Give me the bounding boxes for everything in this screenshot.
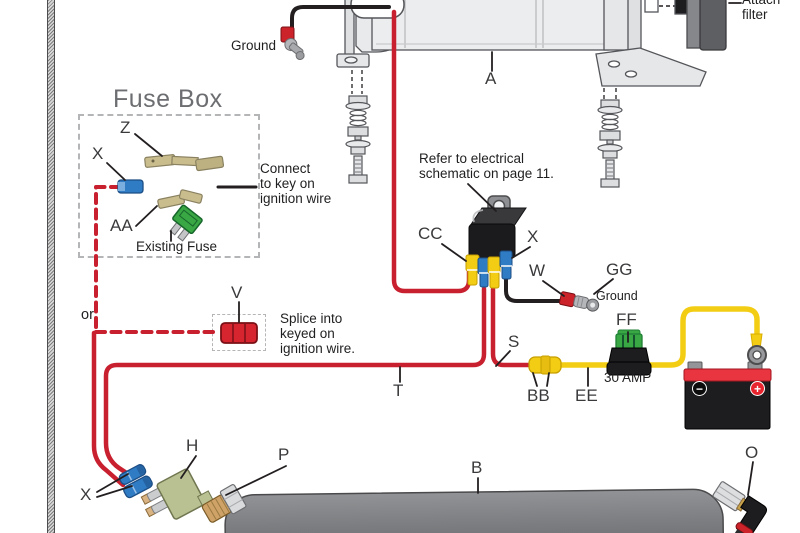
label-b: B	[471, 458, 483, 477]
fuse-holder-aa	[157, 189, 203, 209]
label-t: T	[393, 381, 404, 400]
label-gg: GG	[606, 260, 633, 279]
pressure-switch-assembly	[118, 464, 247, 523]
label-a: A	[485, 69, 497, 88]
label-p: P	[278, 445, 290, 464]
connect-ignition-note: Connect to key on ignition wire	[260, 161, 332, 206]
battery-ring-terminal	[747, 333, 767, 365]
relay-ground-terminal	[559, 291, 600, 312]
fuse-rating-label: 30 AMP	[604, 370, 652, 385]
wire-ignition-dashed-red	[94, 185, 122, 333]
relay-terminals	[465, 250, 513, 289]
battery-positive-badge: +	[750, 381, 765, 396]
splice-note: Splice into keyed on ignition wire.	[280, 311, 356, 356]
panel-edge-hatch	[47, 0, 55, 533]
label-o: O	[745, 443, 759, 462]
splice-connector-v	[220, 322, 258, 344]
spade-connectors-x-tank	[118, 464, 153, 499]
attach-filter-note: Attach filter	[742, 0, 780, 22]
fuse-box-outline	[78, 114, 260, 258]
label-z: Z	[120, 118, 131, 137]
label-x-fusebox: X	[92, 144, 104, 163]
air-tank	[224, 488, 725, 533]
existing-fuse-label: Existing Fuse	[136, 239, 218, 254]
pressure-switch-h	[140, 468, 214, 520]
label-s: S	[508, 332, 520, 351]
label-aa: AA	[110, 216, 133, 235]
label-cc: CC	[418, 224, 443, 243]
relay-illustration	[465, 195, 527, 289]
label-x-tank: X	[80, 485, 92, 504]
relay-ground-label: Ground	[596, 289, 638, 303]
drain-valve-o	[712, 481, 768, 533]
or-label: or	[81, 307, 94, 323]
label-ee: EE	[575, 386, 598, 405]
wire-relay-trigger-red	[103, 286, 487, 481]
spade-connector-x-fusebox	[117, 179, 144, 194]
wire-ignition-feed-red	[91, 330, 126, 488]
wire-relay-ground-black	[504, 275, 565, 303]
tank-fitting-p	[201, 484, 247, 523]
wire-compressor-ground-black	[290, 5, 391, 31]
label-w: W	[529, 261, 546, 280]
wires	[91, 5, 760, 488]
compressor-ground-terminal	[280, 26, 305, 61]
relay-schematic-note: Refer to electrical schematic on page 11…	[419, 151, 554, 181]
battery-negative-badge: −	[692, 381, 707, 396]
butt-connector-bb	[528, 355, 562, 375]
label-x-relay: X	[527, 227, 539, 246]
inline-fuse-holder-ff	[606, 329, 652, 376]
air-filter	[686, 0, 727, 51]
label-bb: BB	[527, 386, 550, 405]
wire-fused-power-yellow-right	[637, 306, 760, 368]
fuse-box-components	[117, 154, 225, 242]
fuse-holder-z	[144, 154, 225, 172]
label-v: V	[231, 283, 243, 302]
compressor-ground-label: Ground	[231, 38, 277, 53]
fuse-box-title: Fuse Box	[113, 85, 223, 113]
label-h: H	[186, 436, 199, 455]
wire-relay-output-red	[490, 286, 535, 368]
label-ff: FF	[616, 310, 637, 329]
pointer-lines	[96, 2, 754, 498]
existing-fuse-illustration	[169, 204, 203, 242]
